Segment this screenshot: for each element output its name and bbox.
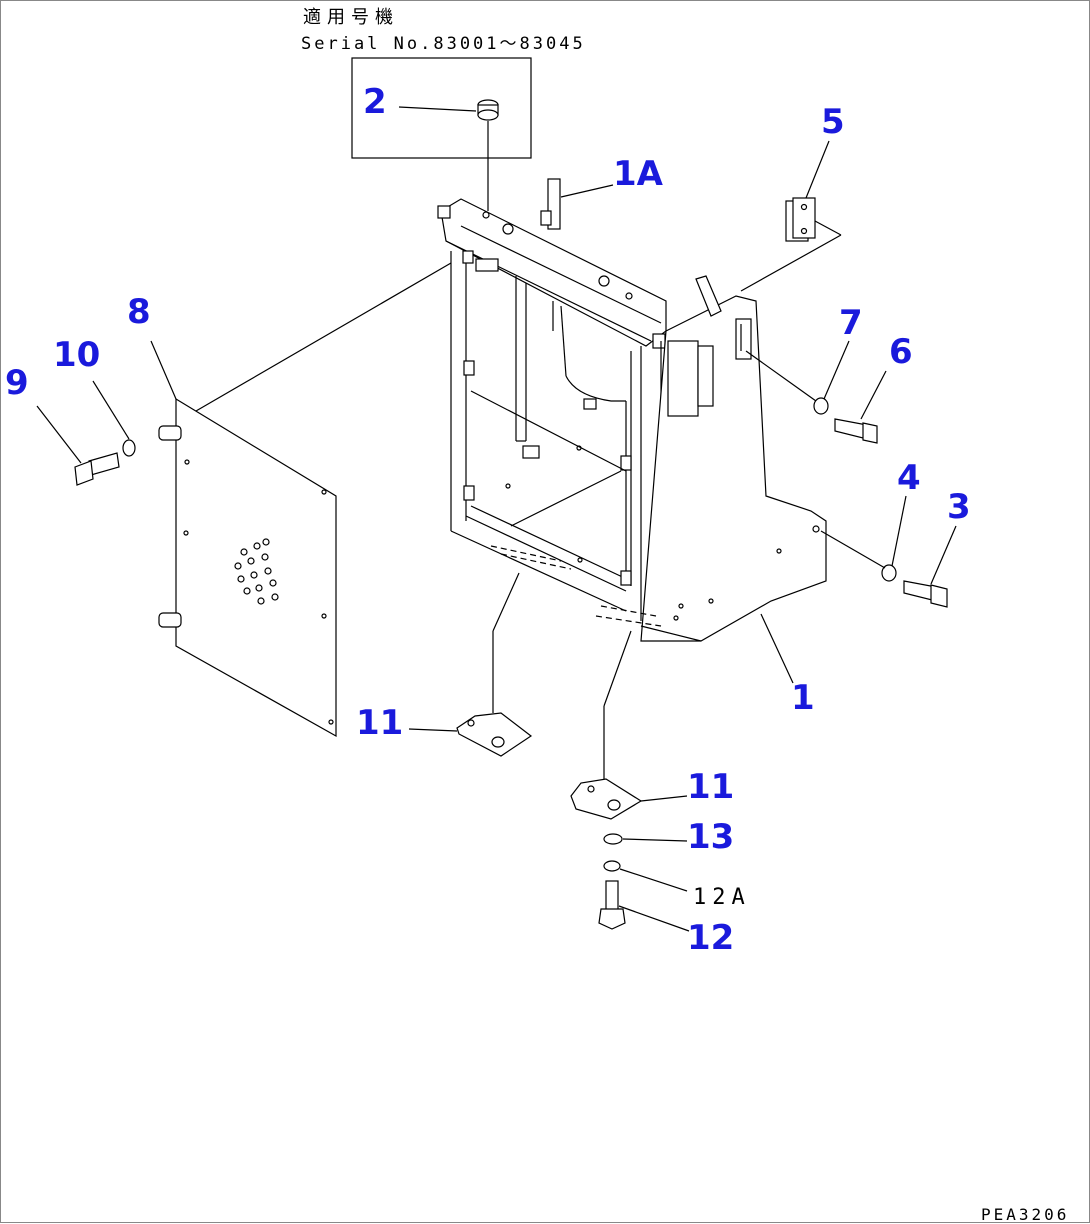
leader-5: [805, 140, 830, 199]
callout-1a: 1A: [613, 154, 664, 194]
callout-11-right: 11: [687, 767, 734, 807]
leader-5-b: [814, 220, 842, 236]
part-1-frame: [437, 178, 827, 642]
callout-11-left: 11: [356, 703, 403, 743]
leader-7: [823, 340, 850, 400]
part-12a-lock-washer: [603, 860, 621, 872]
part-5-block: [785, 197, 816, 242]
leader-12a: [619, 868, 688, 892]
callout-3: 3: [947, 487, 971, 527]
callout-12: 12: [687, 918, 734, 958]
part-10-washer: [122, 439, 136, 457]
leader-4: [891, 495, 907, 567]
part-3-bolt: [903, 580, 948, 608]
leader-3: [930, 525, 957, 585]
callout-12a: 12A: [693, 885, 751, 910]
part-8-cover: [158, 397, 337, 738]
part-12-bolt: [598, 880, 626, 930]
part-6-bolt: [834, 418, 878, 444]
callout-1: 1: [791, 678, 815, 718]
part-9-bolt: [74, 452, 120, 486]
leader-1a: [560, 184, 614, 198]
leader-13: [622, 838, 688, 842]
leader-11-left: [408, 728, 458, 732]
serial-range-label: Serial No.83001～83045: [301, 34, 586, 54]
leader-11-right: [640, 795, 688, 802]
leader-1: [760, 613, 794, 684]
callout-9: 9: [5, 363, 29, 403]
callout-10: 10: [53, 335, 100, 375]
leader-12: [618, 905, 690, 932]
leader-6-7: [745, 350, 817, 402]
part-11-left-bracket: [456, 712, 533, 757]
applicable-label: 適用号機: [303, 7, 399, 28]
part-2-plug: [477, 99, 499, 121]
callout-5: 5: [821, 102, 845, 142]
callout-6: 6: [889, 332, 913, 372]
leader-3-4: [820, 530, 886, 569]
leader-2: [398, 106, 477, 112]
leader-6: [860, 370, 887, 420]
part-13-washer: [603, 833, 623, 845]
callout-4: 4: [897, 458, 921, 498]
leader-5-c: [740, 234, 842, 292]
leader-10: [92, 380, 130, 440]
callout-7: 7: [839, 303, 863, 343]
leader-11-left-up: [492, 572, 520, 632]
leader-11-right-up: [603, 630, 632, 707]
part-11-right-bracket: [570, 778, 643, 820]
leader-8-link: [195, 262, 452, 412]
callout-13: 13: [687, 817, 734, 857]
part-4-washer: [881, 564, 897, 582]
leader-8: [150, 340, 177, 400]
drawing-number: PEA3206: [981, 1205, 1069, 1224]
part-7-washer: [813, 397, 829, 415]
callout-2: 2: [363, 82, 387, 122]
serial-inset-box: [351, 57, 532, 159]
callout-8: 8: [127, 292, 151, 332]
leader-9: [36, 405, 82, 464]
